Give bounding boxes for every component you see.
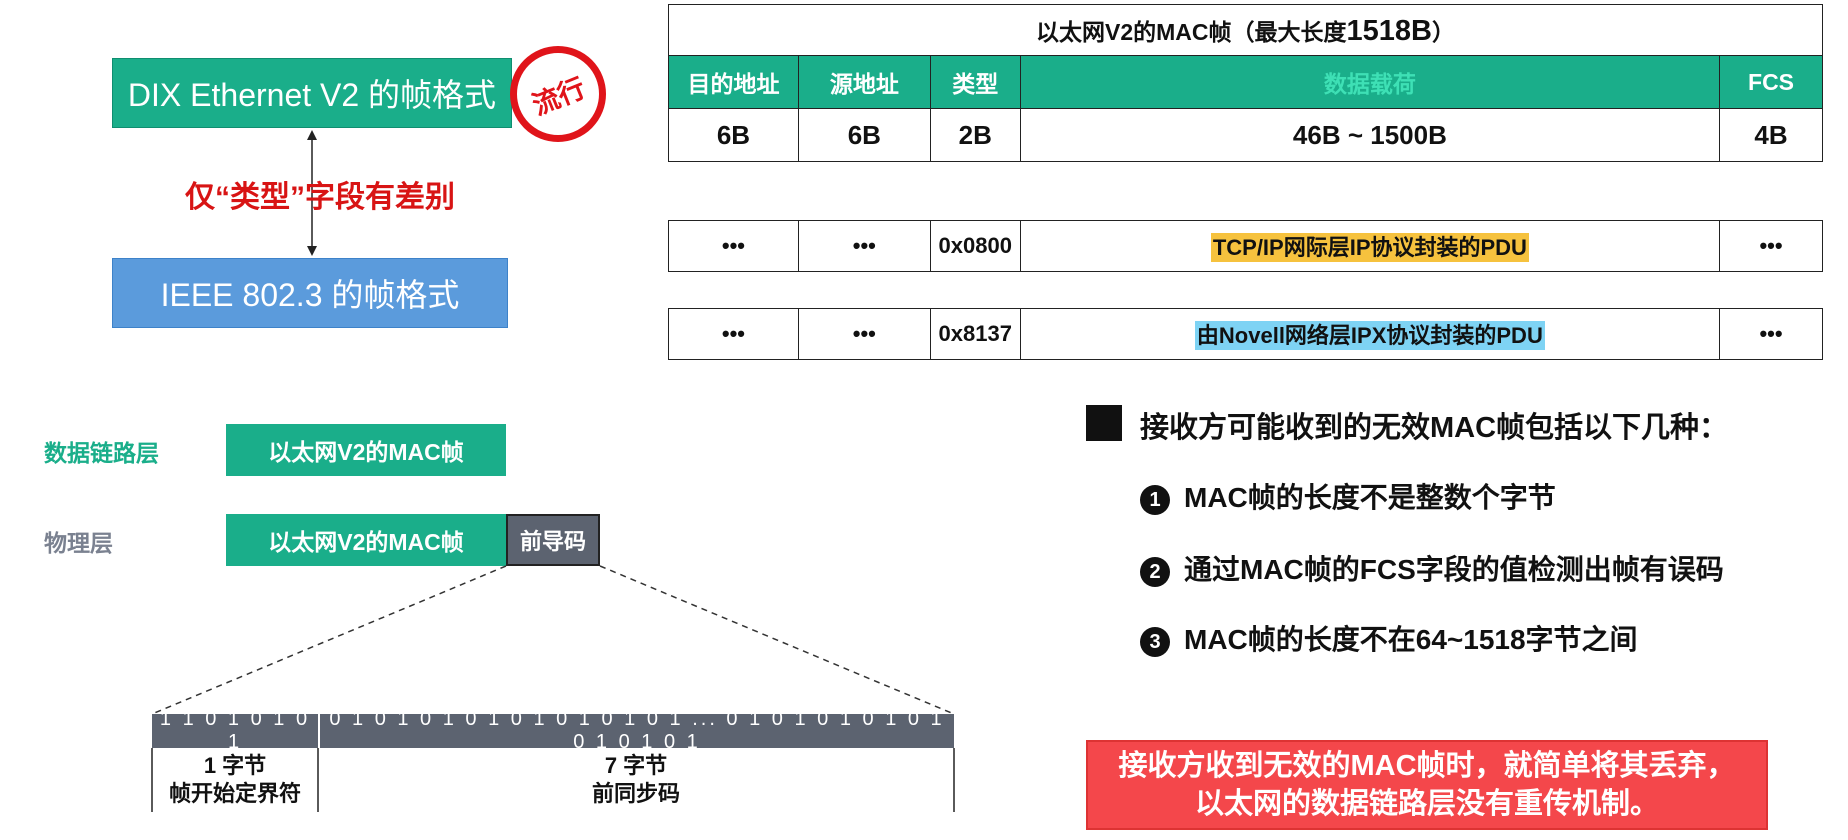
ip-payload-highlight: TCP/IP网际层IP协议封装的PDU — [1210, 233, 1529, 262]
example-cell-fcs: ••• — [1719, 308, 1823, 360]
warning-line-1: 接收方收到无效的MAC帧时，就简单将其丢弃， — [1118, 750, 1736, 782]
example-cell-src: ••• — [797, 308, 931, 360]
number-2-icon: 2 — [1140, 556, 1170, 587]
sfd-name: 帧开始定界符 — [168, 781, 301, 806]
invalid-frame-item: 2 通过MAC帧的FCS字段的值检测出帧有误码 — [1140, 548, 1724, 588]
header-fcs: FCS — [1719, 55, 1823, 109]
type-field-difference-note: 仅“类型”字段有差别 — [185, 181, 455, 214]
size-dst-address: 6B — [668, 108, 799, 162]
comparison-arrow — [307, 130, 317, 256]
example-row-ip: ••• ••• 0x0800 TCP/IP网际层IP协议封装的PDU ••• — [668, 220, 1823, 272]
warning-line-2: 以太网的数据链路层没有重传机制。 — [1194, 788, 1659, 820]
discard-warning-box: 接收方收到无效的MAC帧时，就简单将其丢弃， 以太网的数据链路层没有重传机制。 — [1086, 740, 1768, 830]
ipx-payload-highlight: 由Novell网络层IPX协议封装的PDU — [1194, 321, 1545, 350]
invalid-frame-item-text: 通过MAC帧的FCS字段的值检测出帧有误码 — [1184, 554, 1724, 585]
mac-frame-table: 以太网V2的MAC帧（最大长度1518B） 目的地址 源地址 类型 数据载荷 F… — [668, 4, 1823, 162]
preamble-sync-label: 7 字节 前同步码 — [318, 752, 954, 808]
example-row-ipx: ••• ••• 0x8137 由Novell网络层IPX协议封装的PDU ••• — [668, 308, 1823, 360]
preamble-bits: 0 1 0 1 0 1 0 1 0 1 0 1 0 1 0 1 ... 0 1 … — [318, 708, 954, 753]
number-3-icon: 3 — [1140, 626, 1170, 657]
invalid-frame-item-text: MAC帧的长度不是整数个字节 — [1184, 482, 1556, 513]
max-length-value: 1518B — [1346, 14, 1432, 47]
size-type: 2B — [929, 108, 1021, 162]
example-cell-src: ••• — [797, 220, 931, 272]
invalid-frame-item-text: MAC帧的长度不在64~1518字节之间 — [1184, 624, 1638, 655]
physical-layer-label: 物理层 — [44, 530, 113, 556]
preamble-size: 7 字节 — [604, 753, 668, 778]
header-type: 类型 — [929, 55, 1021, 109]
ieee-frame-format-box: IEEE 802.3 的帧格式 — [112, 258, 508, 328]
size-fcs: 4B — [1719, 108, 1823, 162]
dix-frame-format-label: DIX Ethernet V2 的帧格式 — [127, 77, 497, 113]
invalid-frame-item: 3 MAC帧的长度不在64~1518字节之间 — [1140, 618, 1638, 658]
ieee-frame-format-label: IEEE 802.3 的帧格式 — [160, 277, 460, 313]
dix-frame-format-box: DIX Ethernet V2 的帧格式 — [112, 58, 512, 128]
example-cell-payload: 由Novell网络层IPX协议封装的PDU — [1019, 308, 1721, 360]
phy-mac-frame-box: 以太网V2的MAC帧 — [226, 514, 506, 566]
sfd-bits: 1 1 0 1 0 1 0 1 — [152, 708, 318, 753]
bullet-square-icon — [1086, 405, 1122, 441]
popular-badge: 流行 — [510, 46, 606, 142]
dll-mac-frame-box: 以太网V2的MAC帧 — [226, 424, 506, 476]
example-cell-dst: ••• — [668, 220, 799, 272]
sfd-size: 1 字节 — [203, 753, 267, 778]
example-cell-fcs: ••• — [1719, 220, 1823, 272]
preamble-box: 前导码 — [506, 514, 600, 566]
sfd-label: 1 字节 帧开始定界符 — [152, 752, 318, 808]
preamble-name: 前同步码 — [591, 781, 680, 806]
header-payload: 数据载荷 — [1019, 55, 1721, 109]
example-cell-type: 0x8137 — [929, 308, 1021, 360]
header-src-address: 源地址 — [797, 55, 931, 109]
example-cell-payload: TCP/IP网际层IP协议封装的PDU — [1019, 220, 1721, 272]
invalid-frame-item: 1 MAC帧的长度不是整数个字节 — [1140, 476, 1556, 516]
mac-frame-title: 以太网V2的MAC帧（最大长度1518B） — [668, 4, 1823, 56]
number-1-icon: 1 — [1140, 484, 1170, 515]
size-payload: 46B ~ 1500B — [1019, 108, 1721, 162]
size-src-address: 6B — [797, 108, 931, 162]
invalid-frames-heading: 接收方可能收到的无效MAC帧包括以下几种： — [1140, 412, 1729, 444]
data-link-layer-label: 数据链路层 — [44, 440, 159, 466]
